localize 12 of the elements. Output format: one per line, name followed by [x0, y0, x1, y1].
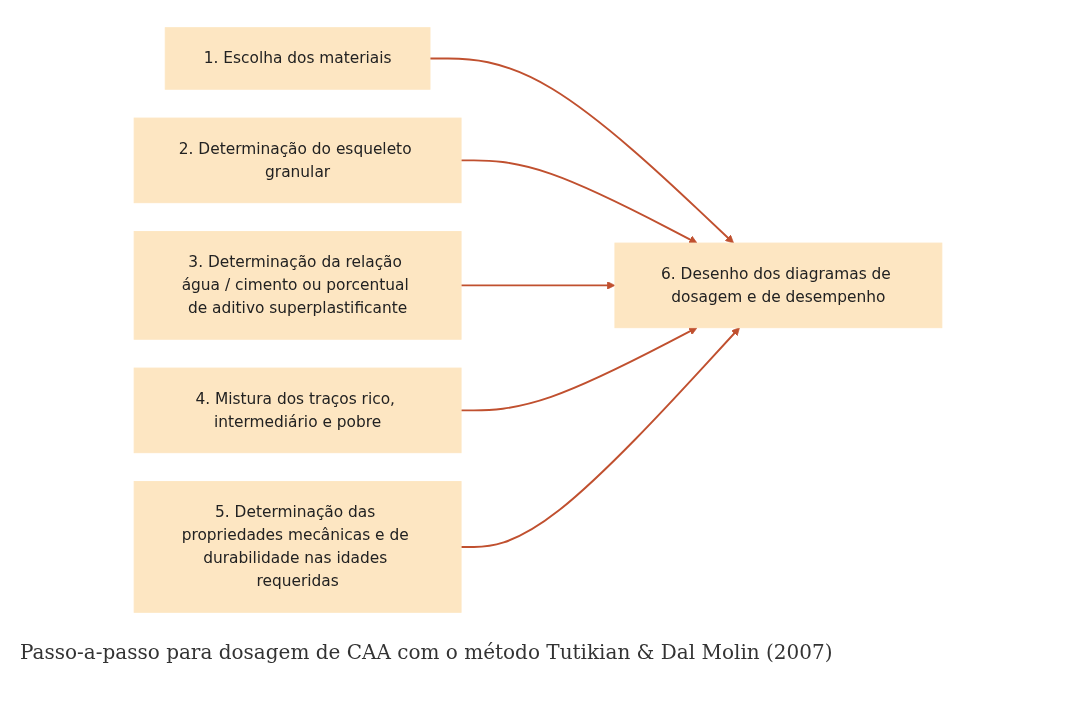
caption: Passo-a-passo para dosagem de CAA com o método Tutikian & Dal Molin (2007): [20, 640, 833, 664]
node-box: 4. Mistura dos traços rico, intermediário e pobre: [133, 367, 462, 454]
node-box: 3. Determinação da relação água / cimento ou porcentual de aditivo superplastificante: [133, 231, 462, 340]
arrow: [460, 327, 698, 412]
node-box: 1. Escolha dos materiais: [164, 27, 431, 90]
arrow: [460, 281, 616, 290]
arrow: [429, 57, 734, 244]
node-box: 5. Determinação das propriedades mecânicas e de durabilidade nas idades requeridas: [133, 481, 462, 613]
node-box: 2. Determinação do esqueleto granular: [133, 117, 462, 204]
node-box: 6. Desenho dos diagramas de dosagem e de desempenho: [614, 242, 943, 329]
arrow: [460, 159, 698, 244]
arrow: [460, 327, 740, 548]
